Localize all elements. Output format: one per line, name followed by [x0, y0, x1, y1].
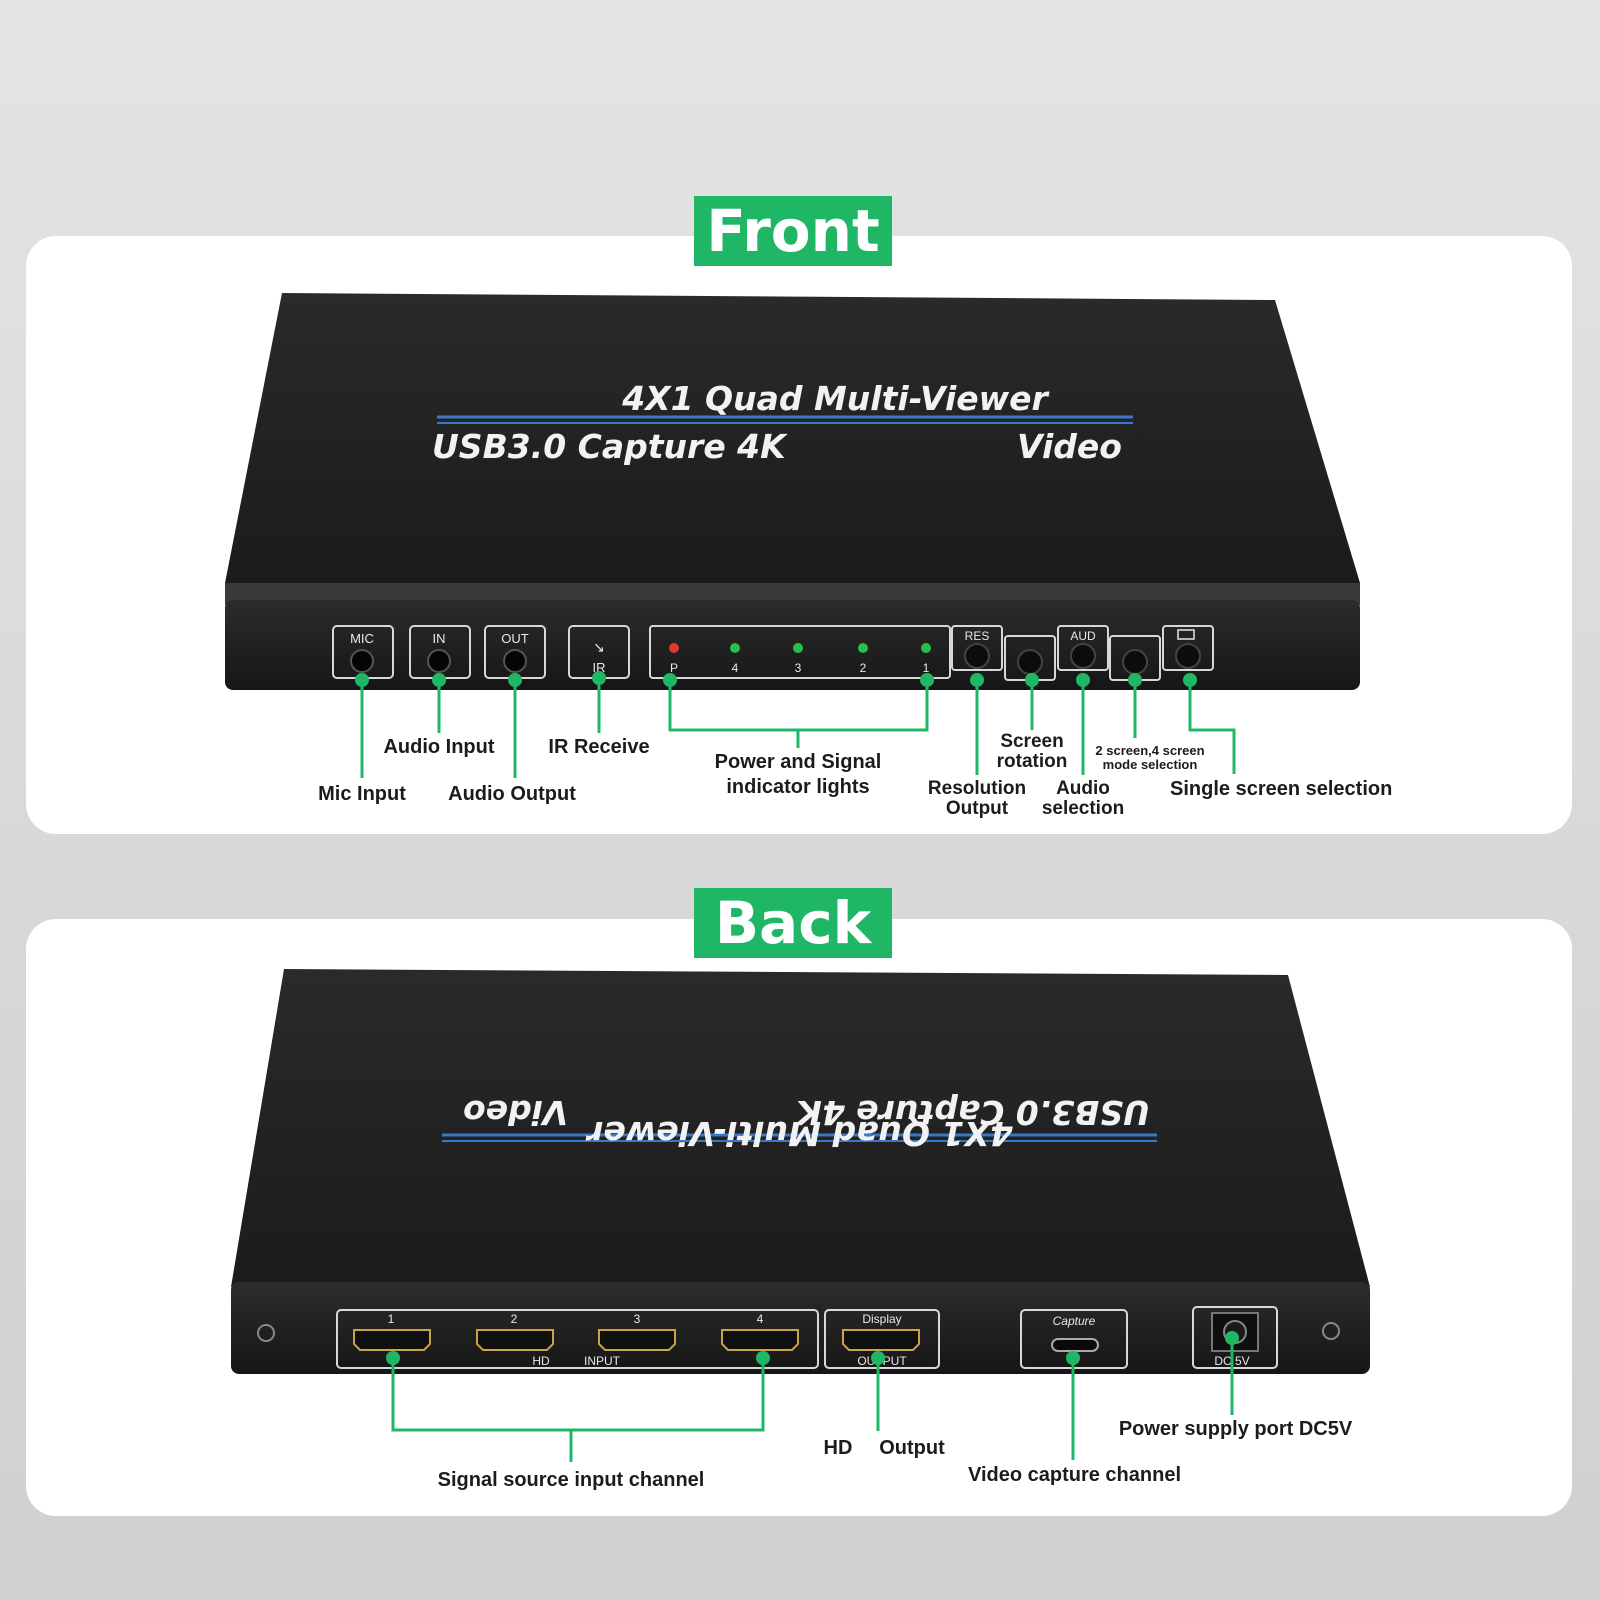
mic-port-label: MIC	[350, 631, 374, 646]
hd-port-label: HD	[532, 1354, 550, 1368]
resolution-line1: Resolution	[927, 778, 1027, 799]
back-device-top	[231, 969, 1370, 1287]
hdmi-in4-label: 4	[757, 1312, 764, 1326]
signal-led-1	[921, 643, 931, 653]
screen-rotation-label: Screen rotation	[976, 732, 1088, 772]
hdmi-in2-label: 2	[511, 1312, 518, 1326]
hdmi-output-port[interactable]	[842, 1329, 920, 1351]
ir-arrow-icon: ↘	[593, 639, 605, 655]
screen-rotation-line1: Screen	[1000, 731, 1064, 752]
aud-button-label: AUD	[1070, 629, 1096, 643]
mode-selection-line2: mode selection	[1102, 756, 1198, 772]
resolution-button[interactable]: RES	[951, 625, 1003, 671]
signal-led-3	[793, 643, 803, 653]
audio-in-jack[interactable]: IN	[409, 625, 471, 679]
front-device-edge	[225, 583, 1360, 605]
led-4-label: 4	[732, 661, 739, 675]
capture-port-label: Capture	[1053, 1314, 1096, 1328]
power-signal-line1: Power and Signal	[714, 751, 882, 773]
hdmi-in2-port[interactable]	[476, 1329, 554, 1351]
led-3-label: 3	[795, 661, 802, 675]
front-device: 4X1 Quad Multi-Viewer USB3.0 Capture 4K …	[225, 293, 1360, 778]
resolution-output-label: Resolution Output	[917, 779, 1037, 819]
single-screen-label: Single screen selection	[1170, 778, 1393, 800]
hd-label: HD	[823, 1437, 853, 1459]
power-supply-label: Power supply port DC5V	[1118, 1418, 1353, 1440]
led-2-label: 2	[860, 661, 867, 675]
ir-receive-label: IR Receive	[548, 736, 650, 758]
hdmi-in4-port[interactable]	[721, 1329, 799, 1351]
mode-selection-line1: 2 screen,4 screen	[1095, 743, 1205, 758]
hdmi-in1-label: 1	[388, 1312, 395, 1326]
back-device-face	[231, 1282, 1370, 1374]
display-port-label: Display	[862, 1312, 901, 1326]
input-port-label: INPUT	[584, 1354, 621, 1368]
output-label: Output	[879, 1437, 945, 1459]
back-callout-dots	[386, 1331, 1239, 1365]
audio-out-jack[interactable]: OUT	[484, 625, 546, 679]
hdmi-in3-label: 3	[634, 1312, 641, 1326]
power-signal-line2: indicator lights	[726, 776, 870, 798]
mode-selection-label: 2 screen,4 screen mode selection	[1080, 744, 1220, 771]
led-indicator-bar: P 4 3 2 1	[649, 625, 951, 679]
hdmi-input-group: 1 2 3 4 HD INPUT	[336, 1309, 819, 1369]
power-signal-label: Power and Signal indicator lights	[698, 752, 898, 798]
single-screen-button[interactable]	[1162, 625, 1214, 671]
audio-selection-line2: selection	[1041, 797, 1125, 819]
audio-select-button[interactable]: AUD	[1057, 625, 1109, 671]
hdmi-in3-port[interactable]	[598, 1329, 676, 1351]
led-p-label: P	[670, 661, 678, 675]
audio-selection-label: Audio selection	[1028, 779, 1138, 819]
front-device-subtitle: USB3.0 Capture 4K	[432, 427, 788, 466]
front-callout-lines	[360, 680, 1236, 778]
back-badge: Back	[694, 888, 892, 958]
hdmi-in1-port[interactable]	[353, 1329, 431, 1351]
audio-output-label: Audio Output	[448, 783, 576, 805]
back-callout-lines	[391, 1338, 1234, 1462]
front-device-video-text: Video	[1017, 427, 1122, 466]
front-device-title: 4X1 Quad Multi-Viewer	[621, 379, 1049, 418]
ir-port-label: IR	[593, 660, 606, 675]
video-capture-label: Video capture channel	[967, 1464, 1182, 1486]
back-device-subtitle: USB3.0 Capture 4K	[794, 1093, 1150, 1132]
screen-rotation-line2: rotation	[996, 750, 1068, 772]
signal-led-2	[858, 643, 868, 653]
usb-c-port[interactable]	[1051, 1338, 1099, 1352]
audio-selection-line1: Audio	[1056, 778, 1110, 799]
front-device-top	[225, 293, 1360, 583]
back-device-title: 4X1 Quad Multi-Viewer	[585, 1114, 1013, 1153]
single-screen-icon	[1177, 629, 1195, 640]
back-device: 4X1 Quad Multi-Viewer USB3.0 Capture 4K …	[231, 969, 1370, 1462]
signal-source-label: Signal source input channel	[437, 1469, 705, 1491]
back-device-video-text: Video	[463, 1093, 568, 1132]
resolution-line2: Output	[945, 797, 1009, 819]
res-button-label: RES	[965, 629, 990, 643]
left-screw-icon	[257, 1324, 275, 1342]
right-screw-icon	[1322, 1322, 1340, 1340]
power-led	[669, 643, 679, 653]
mic-input-label: Mic Input	[318, 783, 406, 805]
led-1-label: 1	[923, 661, 930, 675]
signal-led-4	[730, 643, 740, 653]
out-port-label: OUT	[501, 631, 529, 646]
in-port-label: IN	[433, 631, 446, 646]
front-badge: Front	[694, 196, 892, 266]
front-callout-dots	[355, 671, 1197, 687]
audio-input-label: Audio Input	[383, 736, 495, 758]
